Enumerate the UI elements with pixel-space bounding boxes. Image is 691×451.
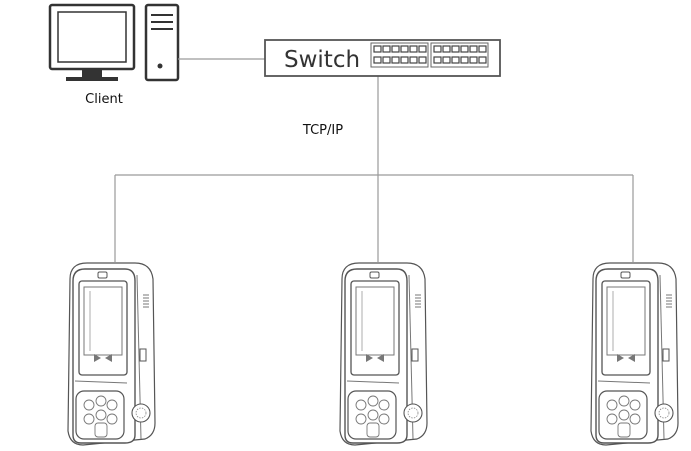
switch-port-20 [442,56,451,64]
switch-port-13 [433,45,442,53]
switch-port-7 [373,56,382,64]
pc-tower-icon [144,3,180,82]
terminal-1 [67,262,156,446]
connection-lines [114,58,634,262]
access-terminal-icon [67,262,156,446]
switch-port-22 [460,56,469,64]
switch-ports [370,42,489,68]
switch-port-19 [433,56,442,64]
switch-port-10 [400,56,409,64]
switch-port-21 [451,56,460,64]
network-switch: Switch [264,39,501,77]
switch-port-6 [418,45,427,53]
switch-port-24 [478,56,487,64]
switch-port-8 [382,56,391,64]
switch-port-5 [409,45,418,53]
terminal-3 [590,262,679,446]
access-terminal-icon [339,262,428,446]
switch-port-9 [391,56,400,64]
switch-port-4 [400,45,409,53]
switch-label: Switch [284,47,360,73]
switch-port-14 [442,45,451,53]
switch-port-2 [382,45,391,53]
switch-port-12 [418,56,427,64]
switch-port-18 [478,45,487,53]
switch-port-15 [451,45,460,53]
switch-port-23 [469,56,478,64]
client-computer: Client [48,3,180,107]
client-label: Client [85,92,123,107]
switch-port-17 [469,45,478,53]
switch-port-11 [409,56,418,64]
switch-port-1 [373,45,382,53]
tcp-ip-label: TCP/IP [302,123,343,138]
monitor-icon [48,3,136,81]
switch-port-3 [391,45,400,53]
terminal-2 [339,262,428,446]
access-terminal-icon [590,262,679,446]
switch-port-16 [460,45,469,53]
